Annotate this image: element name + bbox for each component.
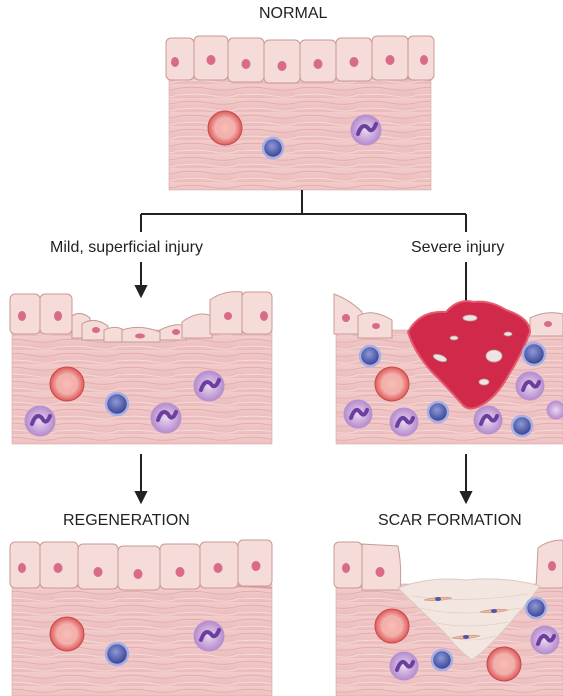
branch-connector [141, 190, 466, 232]
neutrophil [351, 115, 381, 145]
panel-severe-injury [334, 294, 563, 444]
panel-scar-formation [334, 540, 563, 696]
panel-mild-injury [10, 292, 272, 444]
panel-regeneration [10, 540, 272, 696]
panel-normal [166, 36, 434, 190]
lymphocyte [263, 138, 283, 158]
